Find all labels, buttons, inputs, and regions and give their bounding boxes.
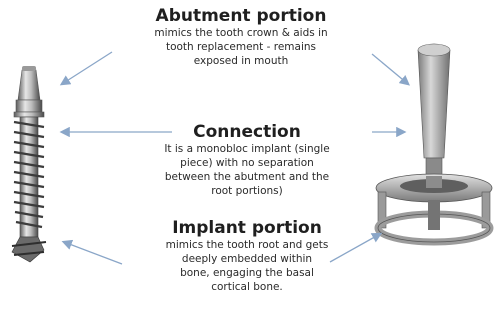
implant-line-3: bone, engaging the basal <box>122 266 372 280</box>
arrow-abutment-right <box>372 54 408 84</box>
implant-line-1: mimics the tooth root and gets <box>122 238 372 252</box>
implant-callout: Implant portion mimics the tooth root an… <box>122 218 372 294</box>
abutment-description: mimics the tooth crown & aids in tooth r… <box>110 26 372 68</box>
connection-line-1: It is a monobloc implant (single <box>122 142 372 156</box>
implant-description: mimics the tooth root and gets deeply em… <box>122 238 372 294</box>
abutment-callout: Abutment portion mimics the tooth crown … <box>110 6 372 68</box>
arrow-abutment-left <box>62 52 112 84</box>
connection-line-4: root portions) <box>122 184 372 198</box>
abutment-line-1: mimics the tooth crown & aids in <box>110 26 372 40</box>
monobloc-implant-icon <box>12 66 46 262</box>
connection-callout: Connection It is a monobloc implant (sin… <box>122 122 372 198</box>
implant-line-4: cortical bone. <box>122 280 372 294</box>
connection-line-3: between the abutment and the <box>122 170 372 184</box>
implant-with-fixation-ring-icon <box>376 44 492 242</box>
implant-heading: Implant portion <box>122 218 372 238</box>
abutment-line-3: exposed in mouth <box>110 54 372 68</box>
connection-heading: Connection <box>122 122 372 142</box>
arrow-implant-left <box>64 242 122 264</box>
abutment-heading: Abutment portion <box>110 6 372 26</box>
implant-line-2: deeply embedded within <box>122 252 372 266</box>
connection-description: It is a monobloc implant (single piece) … <box>122 142 372 198</box>
abutment-line-2: tooth replacement - remains <box>110 40 372 54</box>
connection-line-2: piece) with no separation <box>122 156 372 170</box>
